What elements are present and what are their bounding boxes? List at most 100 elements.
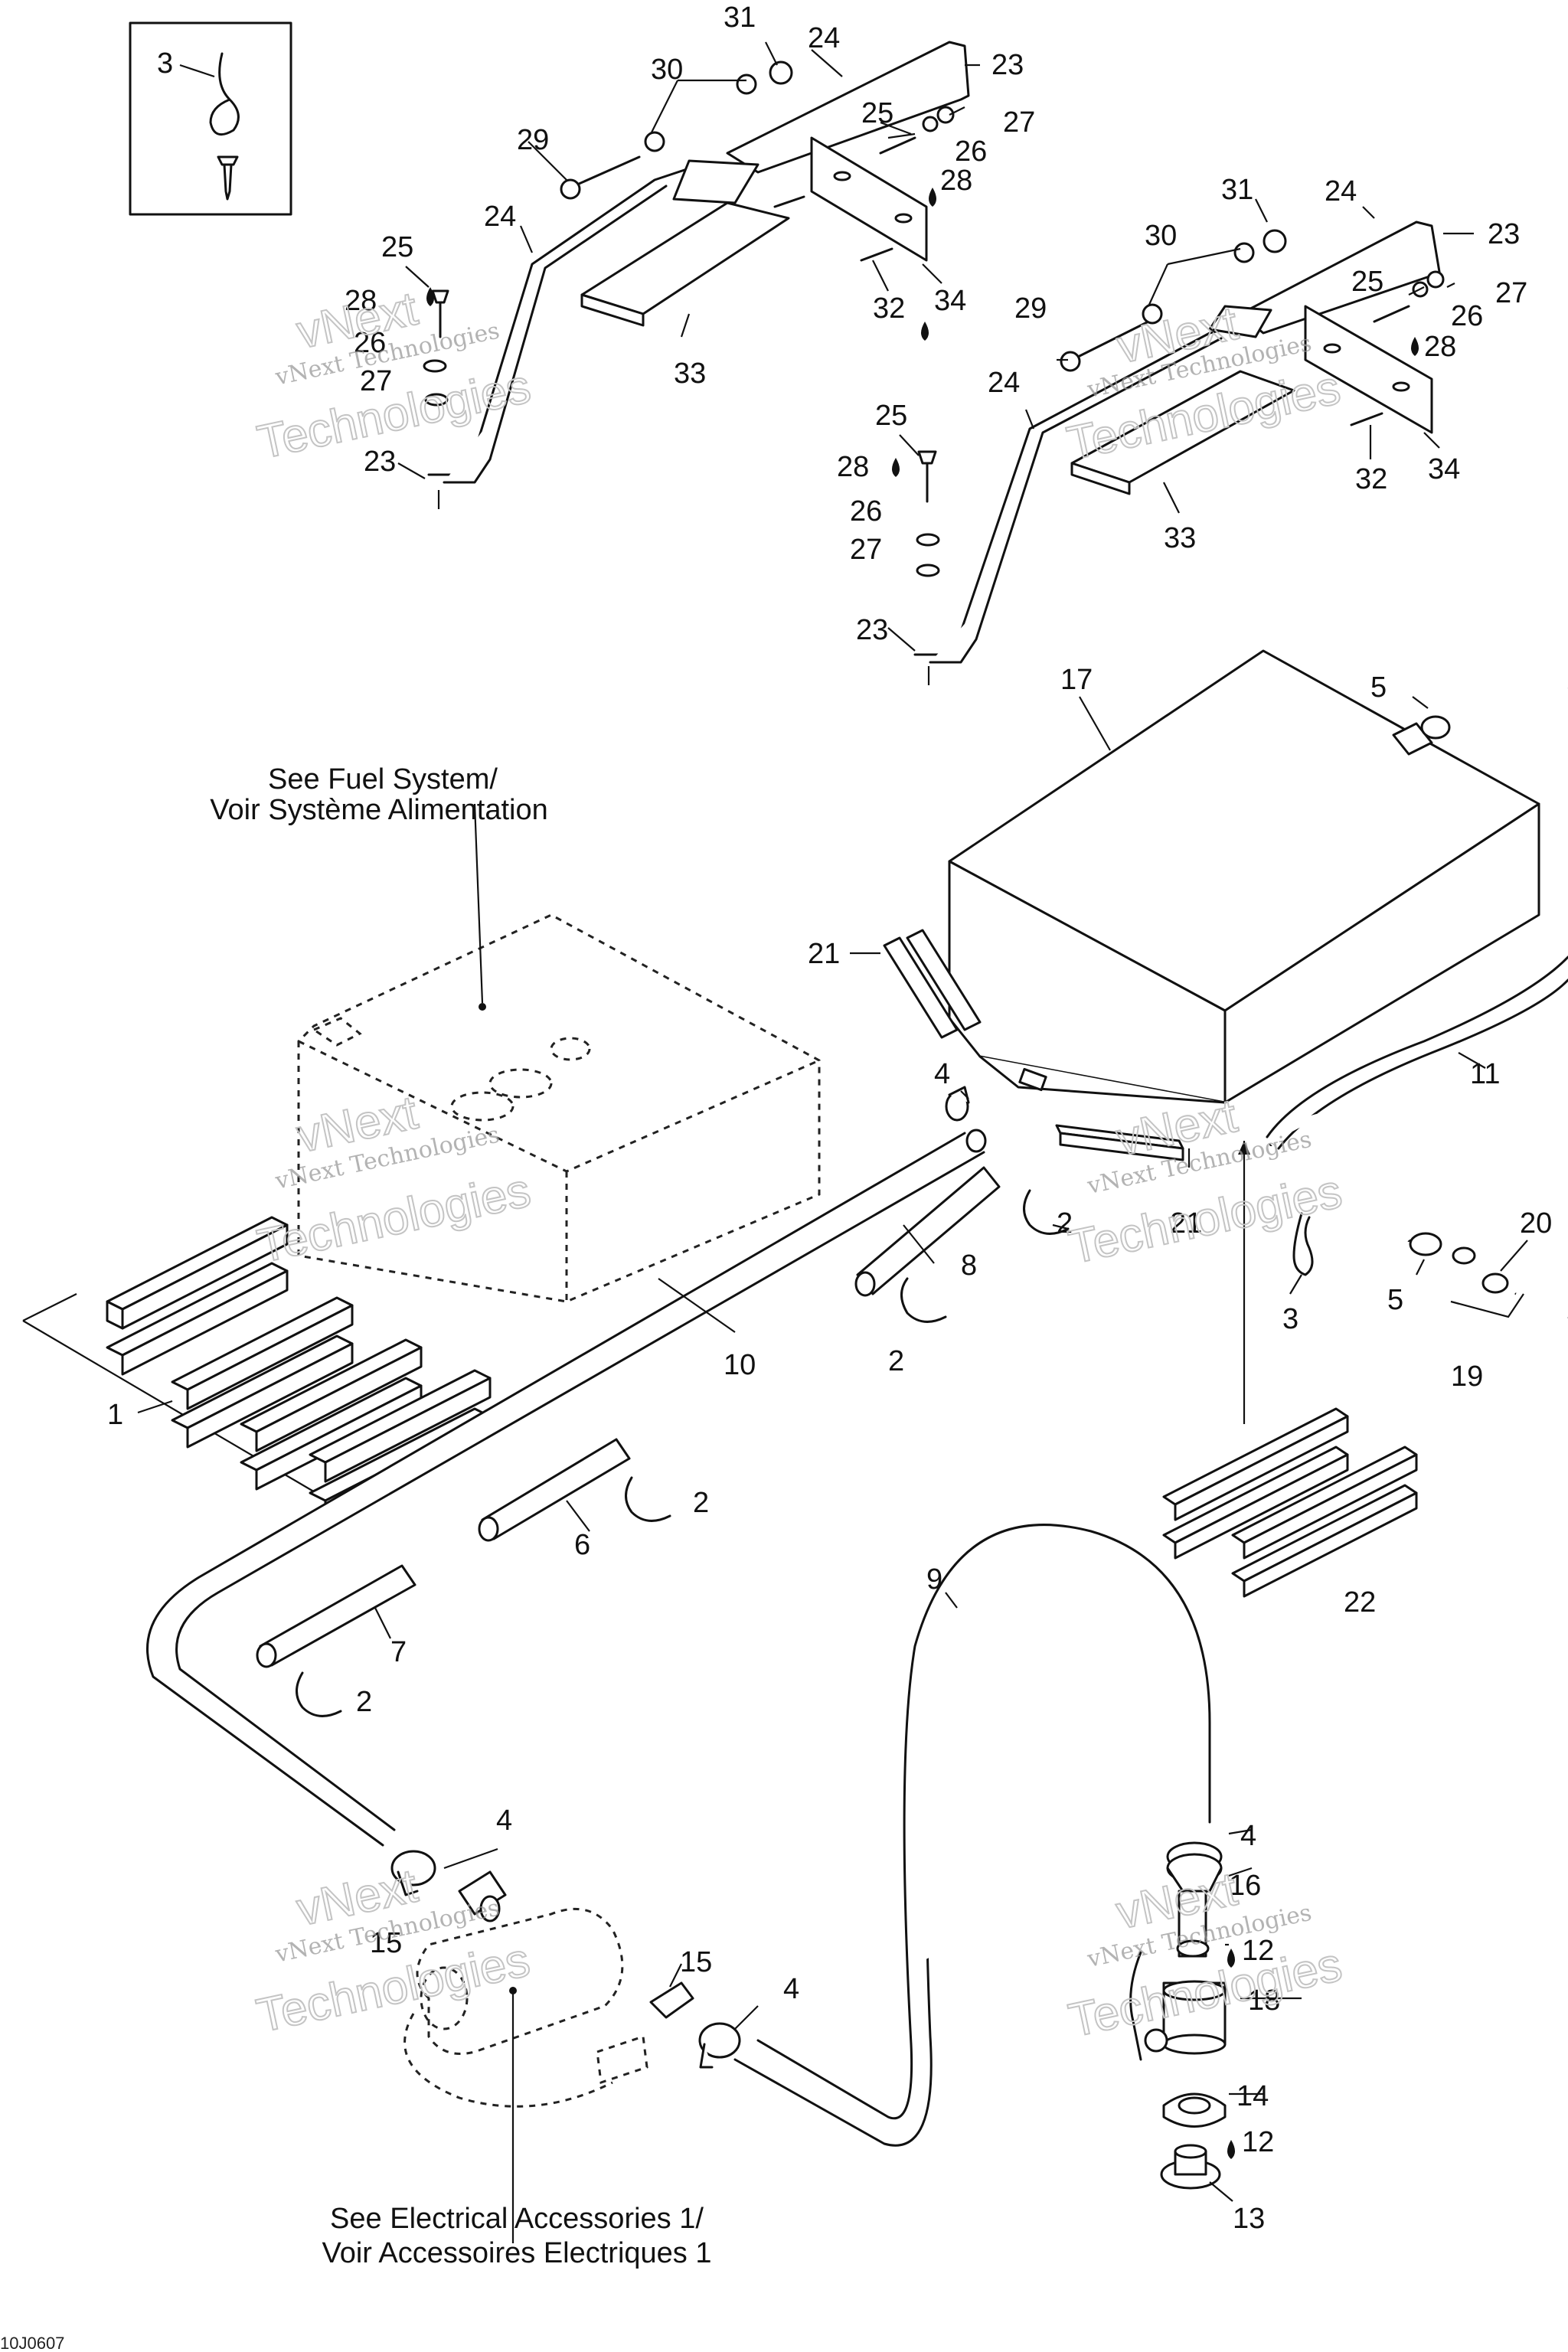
cable-ties-2 <box>296 1189 1070 1717</box>
fitting-15-right <box>649 1981 694 2019</box>
callout-29: 29 <box>517 124 549 156</box>
callout-8: 8 <box>961 1250 977 1282</box>
callout-20: 20 <box>1520 1207 1552 1240</box>
callout-30-c: 30 <box>1145 220 1177 252</box>
callout-18: 18 <box>1248 1984 1280 2017</box>
callout-27: 27 <box>1003 106 1035 139</box>
callout-23-d: 23 <box>856 614 888 646</box>
callout-23-b: 23 <box>364 446 396 478</box>
callout-34-c: 34 <box>1428 453 1460 485</box>
callout-28-d: 28 <box>837 451 869 483</box>
callout-15-b: 15 <box>680 1946 712 1978</box>
callout-23-c: 23 <box>1488 218 1520 250</box>
figure-code: 10J0607 <box>0 2334 64 2352</box>
callout-28-c: 28 <box>1424 331 1456 363</box>
callout-4: 4 <box>934 1058 950 1090</box>
return-hose-11 <box>1266 956 1568 1325</box>
cable-tie-3 <box>1292 1212 1314 1276</box>
callout-24-b: 24 <box>484 201 516 233</box>
callout-19: 19 <box>1451 1361 1483 1393</box>
callout-26-d: 26 <box>850 495 882 528</box>
callout-7: 7 <box>390 1636 407 1668</box>
clamp-4-left <box>390 1850 436 1896</box>
electrical-note-line1: See Electrical Accessories 1/ <box>330 2203 704 2235</box>
callout-28: 28 <box>940 165 972 197</box>
upper-right-bracket-assembly <box>913 220 1445 685</box>
oil-tank <box>948 649 1540 1104</box>
callout-26-c: 26 <box>1451 300 1483 332</box>
strips-22 <box>1147 1141 1418 1598</box>
callout-32-c: 32 <box>1355 463 1387 495</box>
hose-8 <box>854 1166 1001 1297</box>
callout-17: 17 <box>1060 664 1093 696</box>
callout-25-b: 25 <box>381 231 413 263</box>
strips-21 <box>883 929 1184 1161</box>
callout-15: 15 <box>370 1927 402 1959</box>
callout-22: 22 <box>1344 1586 1376 1619</box>
callout-21: 21 <box>808 938 840 970</box>
callout-10: 10 <box>724 1349 756 1381</box>
clamp-4-right <box>698 2022 741 2069</box>
drain-valve-assembly <box>1129 1841 1227 2190</box>
callout-26: 26 <box>955 136 987 168</box>
clamp-4-upper <box>945 1086 970 1122</box>
callout-13: 13 <box>1233 2203 1265 2235</box>
callout-23: 23 <box>991 49 1024 81</box>
callout-27-d: 27 <box>850 534 882 566</box>
callout-33: 33 <box>674 358 706 390</box>
callout-32: 32 <box>873 292 905 325</box>
callout-34: 34 <box>934 285 966 317</box>
fuel-system-note-line1: See Fuel System/ <box>268 763 498 795</box>
vent-hose-top <box>1420 686 1568 740</box>
callout-4-b: 4 <box>496 1805 512 1837</box>
callout-26-b: 26 <box>354 327 386 359</box>
callout-12-b: 12 <box>1242 2126 1274 2158</box>
callout-4-d: 4 <box>783 1973 799 2005</box>
screw-icon <box>217 155 239 201</box>
callout-25: 25 <box>861 97 893 129</box>
callout-2-c: 2 <box>693 1487 709 1519</box>
inset-box: 3 <box>129 21 292 216</box>
callout-28-b: 28 <box>345 285 377 317</box>
callout-24-c: 24 <box>1325 175 1357 207</box>
callout-2: 2 <box>1057 1207 1073 1240</box>
fitting-15-left <box>458 1870 507 1922</box>
fuel-tank-reference <box>297 913 821 1303</box>
callout-30: 30 <box>651 54 683 86</box>
fuel-pump-reference <box>403 1907 648 2108</box>
callout-11: 11 <box>1470 1058 1500 1090</box>
hose-9 <box>733 1524 1211 2147</box>
callout-1: 1 <box>107 1399 123 1431</box>
reference-notes: See Fuel System/ Voir Système Alimentati… <box>0 763 712 2352</box>
upper-left-bracket-assembly <box>423 41 970 509</box>
callout-29-c: 29 <box>1014 292 1047 325</box>
callout-2-b: 2 <box>888 1345 904 1377</box>
callout-27-c: 27 <box>1495 277 1527 309</box>
callout-33-c: 33 <box>1164 522 1196 554</box>
callout-16: 16 <box>1229 1870 1261 1902</box>
callout-4-c: 4 <box>1240 1820 1256 1852</box>
callout-5: 5 <box>1370 671 1387 704</box>
leader-lines <box>137 41 1528 2243</box>
callout-24: 24 <box>808 22 840 54</box>
callout-31-c: 31 <box>1221 174 1253 206</box>
callout-12: 12 <box>1242 1935 1274 1967</box>
callout-3: 3 <box>1282 1303 1298 1335</box>
callout-31: 31 <box>724 2 756 34</box>
callout-9: 9 <box>926 1563 942 1596</box>
callout-labels: 31 24 23 30 25 27 26 28 29 24 32 34 33 2… <box>107 2 1552 2235</box>
hose-6 <box>478 1438 631 1542</box>
callout-2-d: 2 <box>356 1686 372 1718</box>
foam-strips-1 <box>22 1216 492 1521</box>
callout-27-b: 27 <box>360 365 392 397</box>
callout-21-b: 21 <box>1170 1207 1202 1240</box>
callout-14: 14 <box>1236 2080 1269 2112</box>
callout-3-inset: 3 <box>157 47 173 80</box>
electrical-note-line2: Voir Accessoires Electriques 1 <box>322 2237 711 2269</box>
cable-tie-icon <box>209 52 240 136</box>
callout-5-b: 5 <box>1387 1284 1403 1316</box>
callout-6: 6 <box>574 1529 590 1561</box>
hose-7 <box>256 1564 416 1668</box>
callout-25-c: 25 <box>1351 266 1383 298</box>
